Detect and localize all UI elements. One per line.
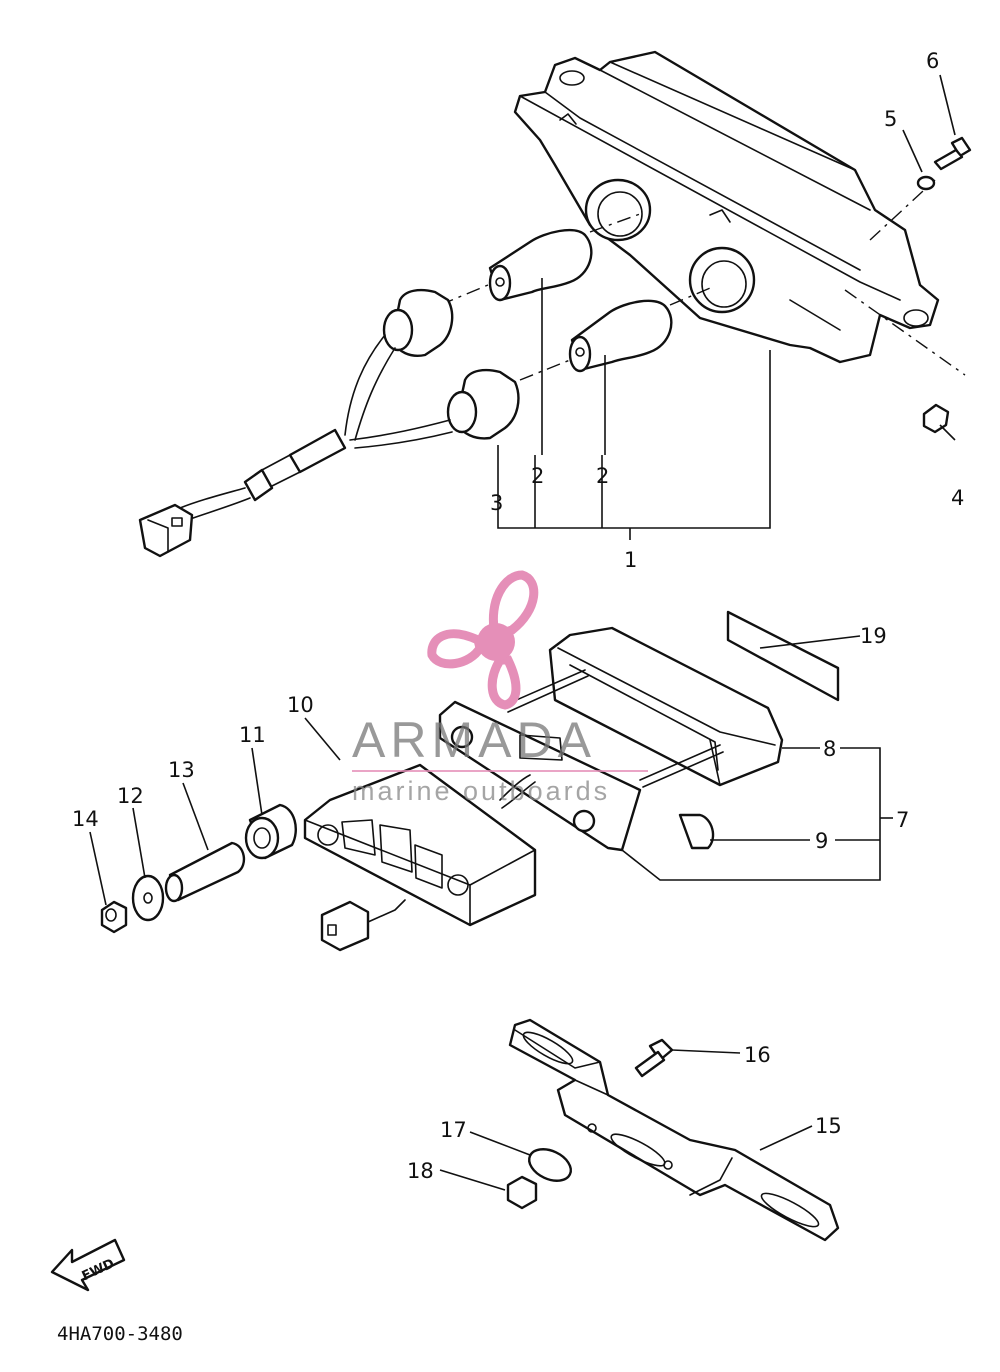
bulb-9	[678, 813, 715, 850]
callout-14: 14	[72, 807, 99, 831]
washer-12	[131, 874, 165, 922]
bulb-socket-right	[688, 246, 756, 314]
callout-2a: 2	[531, 464, 544, 488]
bulb-socket-left	[584, 178, 652, 242]
screw-6	[933, 136, 972, 171]
socket-cord-lower	[446, 368, 520, 440]
callout-12: 12	[117, 784, 144, 808]
wiring-harness	[179, 334, 453, 523]
bulb-lower	[568, 299, 673, 373]
callout-10: 10	[287, 693, 314, 717]
callout-numbers: 1 2 2 3 4 5 6 7 8 9 10 11 12 13 14 15 16…	[72, 49, 964, 1183]
fwd-arrow-icon: FWD	[50, 1238, 126, 1292]
propeller-logo-icon	[427, 570, 539, 710]
callout-3: 3	[490, 491, 503, 515]
callout-6: 6	[926, 49, 939, 73]
license-bracket-10	[303, 763, 537, 927]
callout-17: 17	[440, 1118, 467, 1142]
callout-15: 15	[815, 1114, 842, 1138]
callout-16: 16	[744, 1043, 771, 1067]
nut-4	[922, 403, 950, 434]
license-light-lens-19	[726, 610, 840, 702]
callout-2b: 2	[596, 464, 609, 488]
part-number: 4HA700-3480	[57, 1323, 183, 1345]
callout-7: 7	[896, 808, 909, 832]
callout-19: 19	[860, 624, 887, 648]
bolt-16	[634, 1038, 674, 1078]
tail-light-housing	[513, 50, 940, 364]
washer-17	[528, 1148, 572, 1182]
watermark-tagline: marine outboards	[352, 776, 610, 806]
washer-5	[916, 175, 936, 191]
license-light-housing-8	[548, 626, 784, 787]
nut-18	[506, 1175, 538, 1210]
callout-8: 8	[823, 737, 836, 761]
callout-11: 11	[239, 723, 266, 747]
plate-bracket-15	[508, 1018, 840, 1242]
callout-5: 5	[884, 107, 897, 131]
watermark-brand: ARMADA	[352, 712, 596, 768]
callout-13: 13	[168, 758, 195, 782]
harness-connector	[138, 503, 194, 558]
socket-cord-upper	[382, 288, 454, 357]
bracket-connector	[320, 899, 406, 952]
callout-1: 1	[624, 548, 637, 572]
callout-4: 4	[951, 486, 964, 510]
collar-13	[164, 841, 246, 903]
leader-lines	[89, 74, 956, 1191]
callout-9: 9	[815, 829, 828, 853]
watermark: ARMADA marine outboards	[352, 570, 648, 806]
nut-14	[100, 900, 128, 934]
damper-11	[244, 803, 297, 860]
callout-18: 18	[407, 1159, 434, 1183]
bulb-upper	[488, 228, 593, 302]
